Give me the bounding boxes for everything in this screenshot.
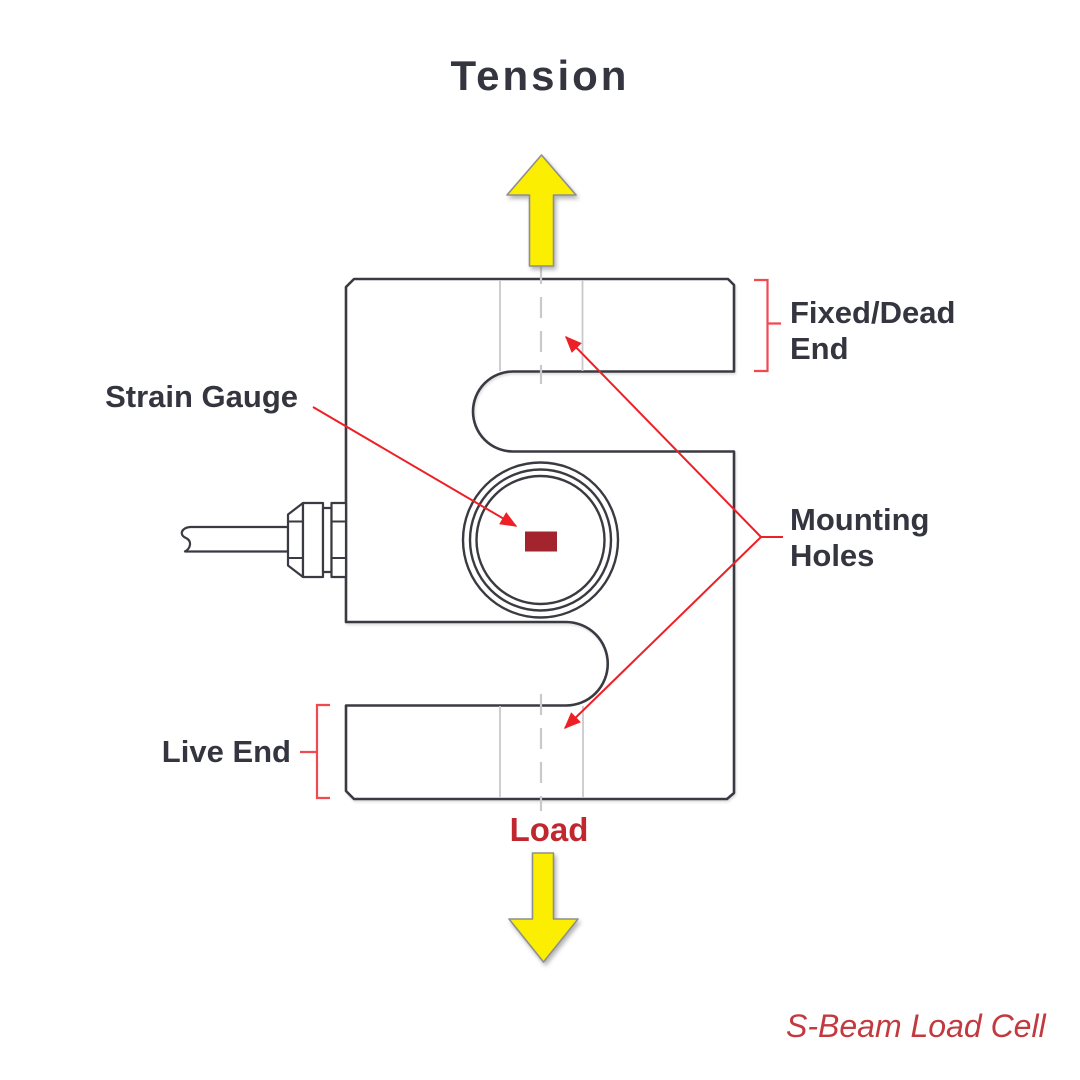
up-arrow-icon [506, 154, 577, 267]
live-end-label: Live End [161, 734, 291, 769]
mounting-holes-leader-lines [563, 335, 783, 729]
strain-gauge-label: Strain Gauge [105, 379, 298, 414]
fixed-dead-end-label: Fixed/Dead End [790, 295, 956, 366]
live-end-bracket [300, 703, 330, 800]
load-label: Load [509, 811, 589, 848]
mounting-holes-label: Mounting Holes [790, 502, 930, 573]
diagram-title: Tension [450, 52, 630, 99]
cable-gland [180, 501, 348, 579]
gland-collar [330, 501, 348, 579]
diagram-caption: S-Beam Load Cell [786, 1008, 1046, 1044]
gland-nut [301, 501, 325, 579]
strain-gauge-chip [525, 531, 557, 552]
gland-taper [286, 501, 305, 579]
cable [180, 525, 290, 553]
bottom-mounting-hole-hidden-lines [499, 694, 584, 811]
gauge-hole-rings [461, 461, 620, 619]
fixed-dead-end-bracket [754, 278, 781, 373]
top-mounting-hole-hidden-lines [499, 263, 584, 384]
gland-neck [321, 506, 333, 574]
strain-gauge-leader-line [312, 406, 518, 527]
down-arrow-icon [508, 852, 579, 963]
